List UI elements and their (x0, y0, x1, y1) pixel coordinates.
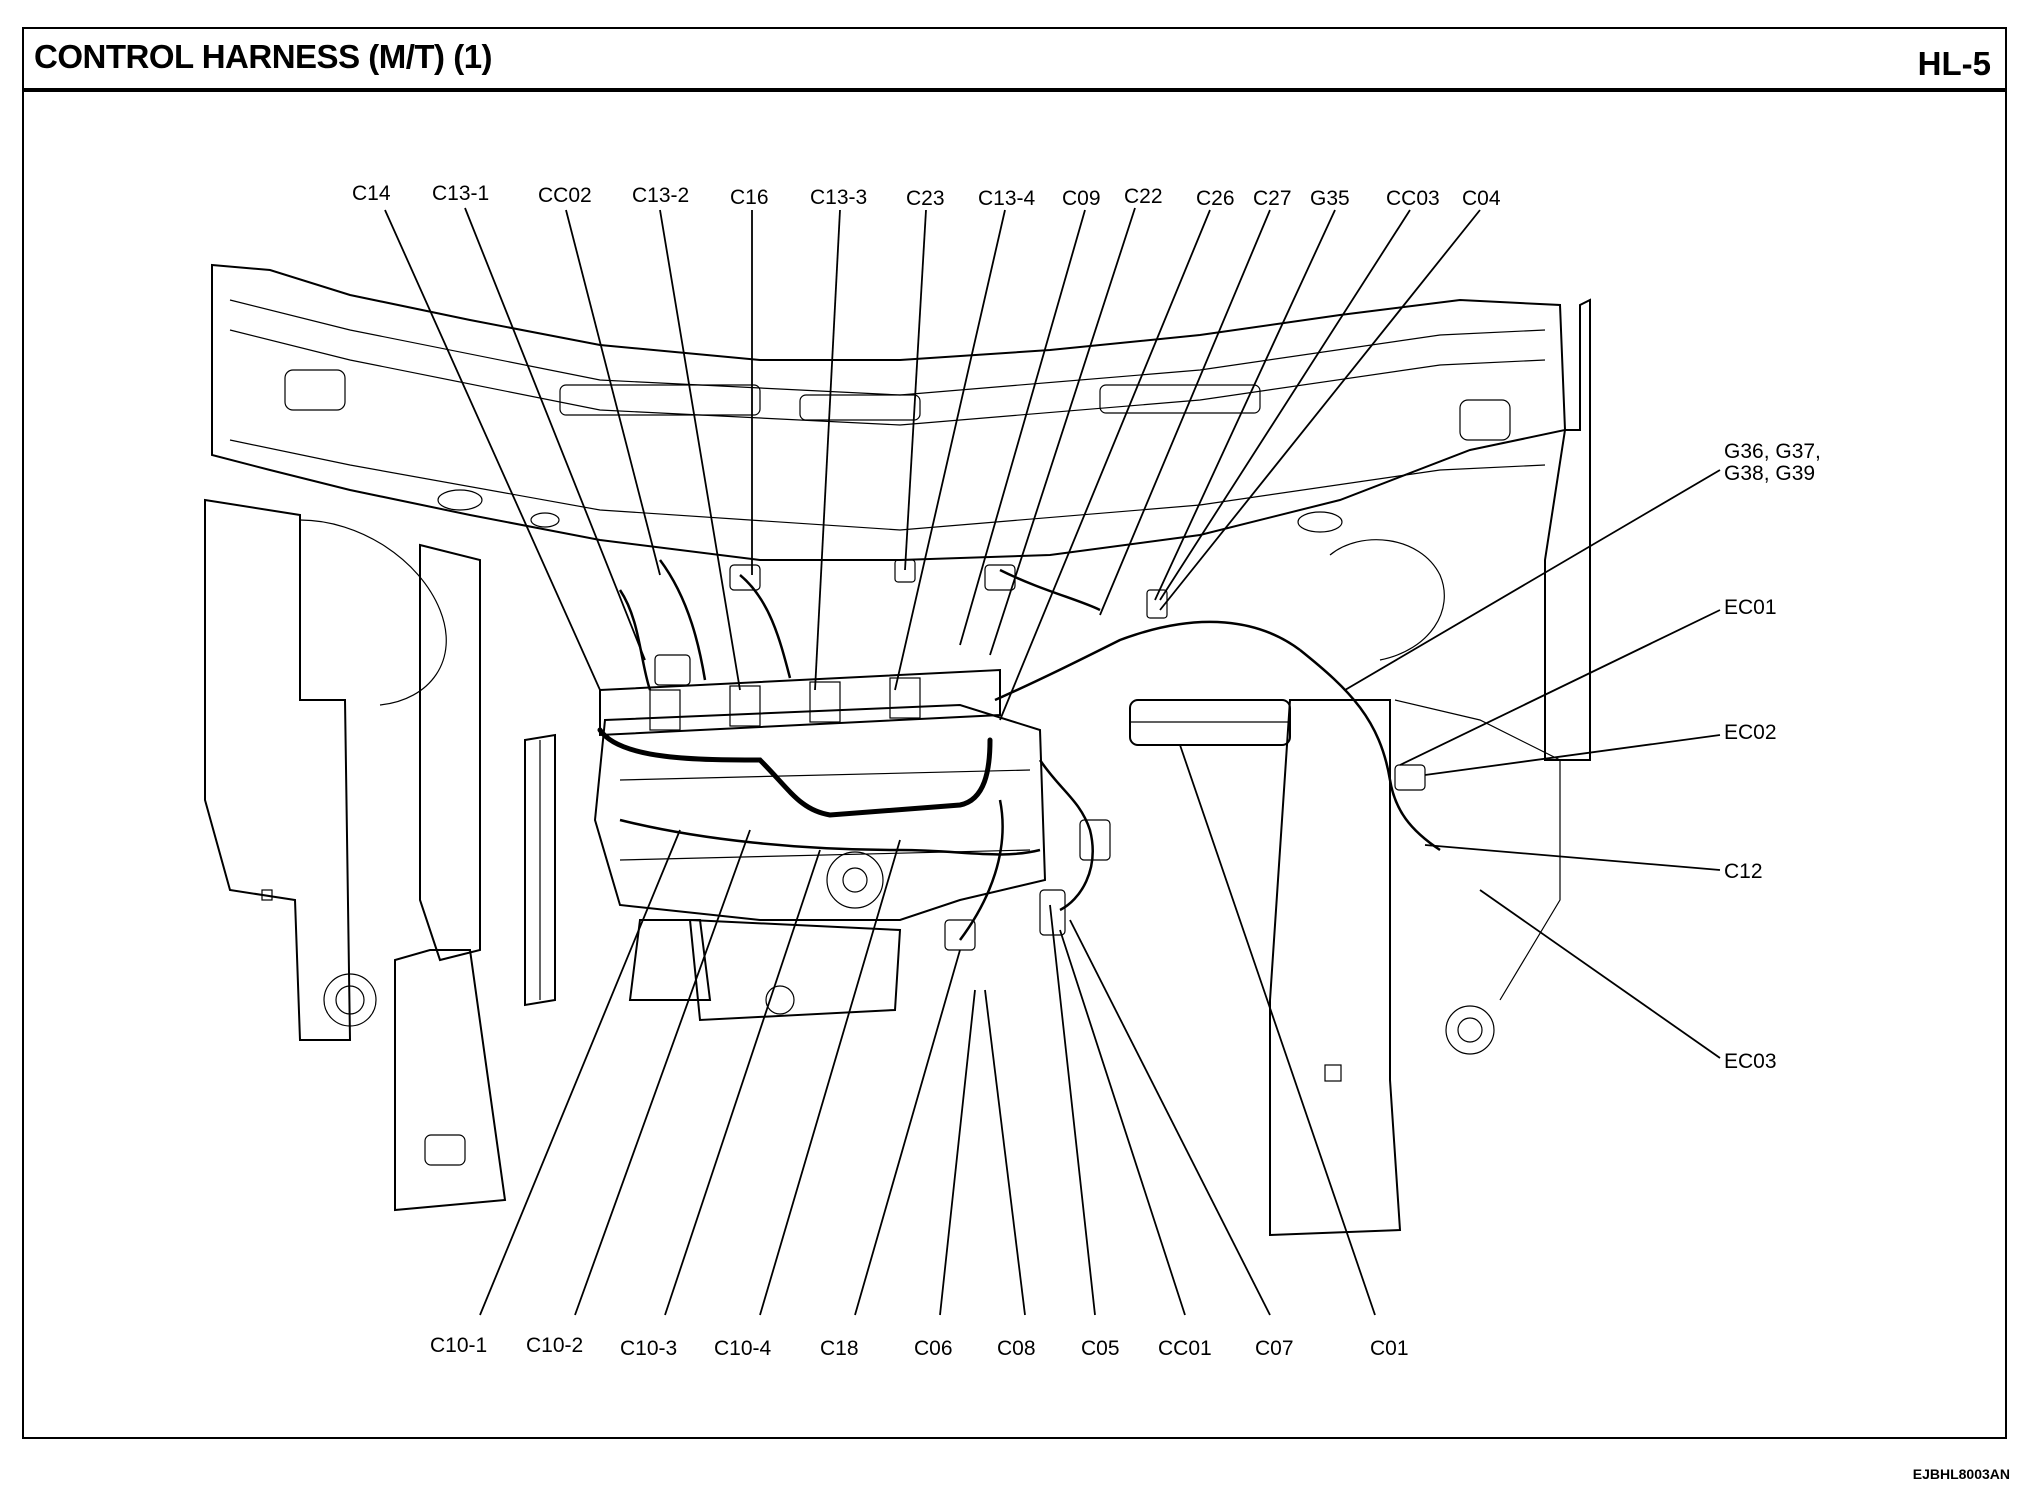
label-c13-4: C13-4 (978, 187, 1036, 210)
label-c27: C27 (1253, 187, 1292, 210)
label-c01: C01 (1370, 1337, 1409, 1360)
label-c10-1: C10-1 (430, 1334, 487, 1357)
label-c13-2: C13-2 (632, 184, 689, 207)
label-c23: C23 (906, 187, 945, 210)
bottom-labels: C10-1 C10-2 C10-3 C10-4 C18 C06 C08 C05 … (430, 1334, 1409, 1360)
label-ec02: EC02 (1724, 721, 1777, 744)
label-c06: C06 (914, 1337, 953, 1360)
label-g35: G35 (1310, 187, 1350, 210)
label-c12: C12 (1724, 860, 1763, 883)
label-c13-3: C13-3 (810, 186, 867, 209)
leader-lines (384, 207, 1721, 1316)
vehicle-body-drawing (204, 263, 1591, 1237)
label-cc01: CC01 (1158, 1337, 1212, 1360)
label-g36-g37: G36, G37, (1724, 440, 1821, 463)
header-bar: CONTROL HARNESS (M/T) (1) HL-5 (24, 29, 2005, 92)
label-c14: C14 (352, 182, 391, 205)
label-c13-1: C13-1 (432, 182, 489, 205)
label-c10-4: C10-4 (714, 1337, 772, 1360)
label-c05: C05 (1081, 1337, 1120, 1360)
label-c10-2: C10-2 (526, 1334, 583, 1357)
label-c22: C22 (1124, 185, 1163, 208)
page-code: HL-5 (1917, 45, 1991, 82)
top-labels: C14 C13-1 CC02 C13-2 C16 C13-3 C23 C13-4… (352, 182, 1501, 210)
label-c08: C08 (997, 1337, 1036, 1360)
label-g38-g39: G38, G39 (1724, 462, 1815, 485)
label-cc02: CC02 (538, 184, 592, 207)
label-c16: C16 (730, 186, 769, 209)
page-frame: CONTROL HARNESS (M/T) (1) HL-5 (22, 27, 2007, 1439)
label-ec01: EC01 (1724, 596, 1777, 619)
label-ec03: EC03 (1724, 1050, 1777, 1073)
right-labels: G36, G37, G38, G39 EC01 EC02 C12 EC03 (1724, 440, 1821, 1073)
label-c07: C07 (1255, 1337, 1294, 1360)
harness-routing (597, 559, 1441, 951)
label-c18: C18 (820, 1337, 859, 1360)
label-c26: C26 (1196, 187, 1235, 210)
label-cc03: CC03 (1386, 187, 1440, 210)
label-c04: C04 (1462, 187, 1501, 210)
page-title: CONTROL HARNESS (M/T) (1) (34, 38, 493, 75)
label-c09: C09 (1062, 187, 1101, 210)
label-c10-3: C10-3 (620, 1337, 677, 1360)
drawing-code: EJBHL8003AN (1912, 1466, 2010, 1482)
